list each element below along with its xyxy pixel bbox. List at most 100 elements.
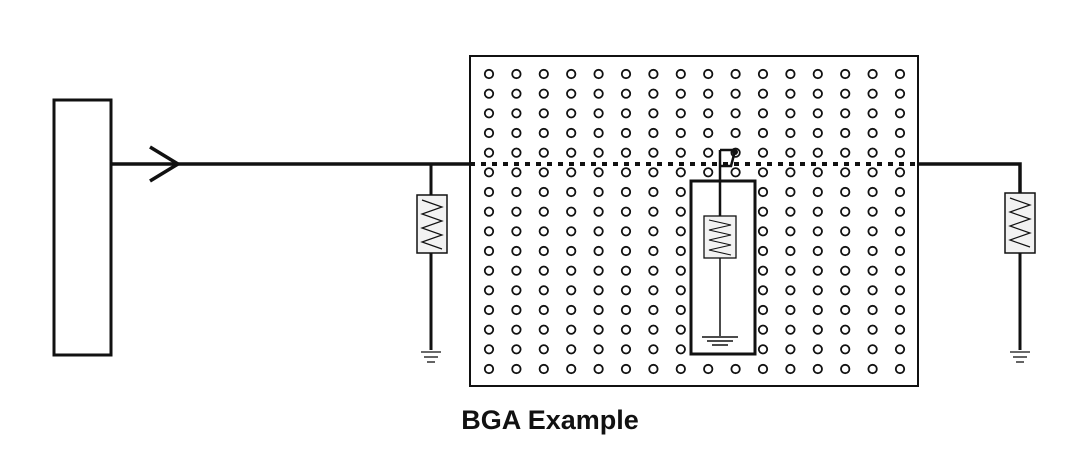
solder-ball bbox=[757, 167, 769, 178]
solder-ball bbox=[675, 206, 686, 217]
solder-ball bbox=[894, 206, 906, 217]
solder-ball bbox=[867, 245, 878, 257]
solder-ball bbox=[511, 186, 522, 198]
solder-ball bbox=[840, 147, 851, 158]
solder-ball bbox=[840, 127, 851, 139]
solder-ball bbox=[566, 344, 577, 355]
solder-ball bbox=[566, 147, 577, 158]
solder-ball bbox=[593, 226, 604, 237]
solder-ball bbox=[566, 127, 577, 139]
solder-ball bbox=[840, 344, 851, 355]
solder-ball bbox=[675, 88, 686, 99]
solder-ball bbox=[538, 363, 549, 375]
solder-ball bbox=[840, 167, 851, 178]
solder-ball bbox=[757, 363, 769, 375]
solder-ball bbox=[538, 147, 549, 158]
solder-ball bbox=[675, 226, 686, 237]
solder-ball bbox=[812, 226, 823, 237]
driver-block bbox=[52, 98, 113, 357]
solder-ball bbox=[648, 206, 659, 217]
solder-ball bbox=[538, 285, 549, 296]
solder-ball bbox=[757, 108, 769, 119]
solder-ball bbox=[730, 108, 741, 119]
solder-ball bbox=[840, 206, 851, 217]
solder-ball bbox=[620, 127, 632, 139]
solder-ball bbox=[867, 344, 878, 355]
solder-ball bbox=[840, 186, 851, 198]
solder-ball bbox=[648, 186, 659, 198]
solder-ball bbox=[867, 88, 878, 99]
solder-ball bbox=[812, 344, 823, 355]
solder-ball bbox=[894, 68, 906, 80]
solder-ball bbox=[675, 127, 686, 139]
solder-ball bbox=[757, 245, 769, 257]
solder-ball bbox=[894, 167, 906, 178]
solder-ball bbox=[538, 167, 549, 178]
internal-stub bbox=[689, 148, 757, 356]
solder-ball bbox=[867, 167, 878, 178]
solder-ball bbox=[840, 363, 851, 375]
solder-ball bbox=[867, 304, 878, 316]
solder-ball bbox=[867, 127, 878, 139]
solder-ball bbox=[812, 245, 823, 257]
solder-ball bbox=[566, 226, 577, 237]
solder-ball bbox=[538, 226, 549, 237]
solder-ball bbox=[894, 147, 906, 158]
solder-ball bbox=[620, 265, 632, 276]
solder-ball bbox=[648, 363, 659, 375]
solder-ball bbox=[511, 108, 522, 119]
solder-ball bbox=[483, 245, 495, 257]
solder-ball bbox=[812, 363, 823, 375]
solder-ball bbox=[785, 265, 796, 276]
solder-ball bbox=[757, 127, 769, 139]
solder-ball bbox=[511, 167, 522, 178]
solder-ball bbox=[511, 324, 522, 335]
solder-ball bbox=[867, 363, 878, 375]
solder-ball bbox=[566, 265, 577, 276]
solder-ball bbox=[511, 363, 522, 375]
solder-ball bbox=[730, 88, 741, 99]
solder-ball bbox=[757, 88, 769, 99]
solder-ball bbox=[538, 68, 549, 80]
solder-ball bbox=[511, 88, 522, 99]
solder-ball bbox=[566, 245, 577, 257]
solder-ball bbox=[648, 88, 659, 99]
solder-ball bbox=[648, 226, 659, 237]
solder-ball bbox=[812, 88, 823, 99]
solder-ball bbox=[757, 147, 769, 158]
solder-ball bbox=[757, 324, 769, 335]
solder-ball bbox=[593, 127, 604, 139]
solder-ball bbox=[511, 147, 522, 158]
solder-ball bbox=[593, 304, 604, 316]
solder-ball bbox=[593, 363, 604, 375]
solder-ball bbox=[894, 88, 906, 99]
solder-ball bbox=[785, 206, 796, 217]
solder-ball bbox=[840, 265, 851, 276]
solder-ball bbox=[593, 167, 604, 178]
solder-ball bbox=[703, 363, 714, 375]
solder-ball bbox=[812, 68, 823, 80]
solder-ball bbox=[620, 108, 632, 119]
solder-ball bbox=[840, 324, 851, 335]
solder-ball bbox=[840, 88, 851, 99]
solder-ball bbox=[757, 68, 769, 80]
solder-ball bbox=[511, 127, 522, 139]
solder-ball bbox=[894, 285, 906, 296]
left-termination bbox=[416, 164, 448, 363]
solder-ball bbox=[620, 147, 632, 158]
solder-ball bbox=[785, 226, 796, 237]
solder-ball bbox=[867, 324, 878, 335]
solder-ball bbox=[483, 226, 495, 237]
solder-ball bbox=[703, 147, 714, 158]
solder-ball bbox=[703, 88, 714, 99]
solder-ball bbox=[730, 127, 741, 139]
output-trace bbox=[918, 162, 1022, 193]
solder-ball bbox=[620, 304, 632, 316]
solder-ball bbox=[894, 108, 906, 119]
solder-ball bbox=[538, 304, 549, 316]
solder-ball bbox=[648, 285, 659, 296]
solder-ball bbox=[648, 245, 659, 257]
solder-ball bbox=[785, 304, 796, 316]
solder-ball bbox=[511, 265, 522, 276]
solder-ball bbox=[593, 186, 604, 198]
